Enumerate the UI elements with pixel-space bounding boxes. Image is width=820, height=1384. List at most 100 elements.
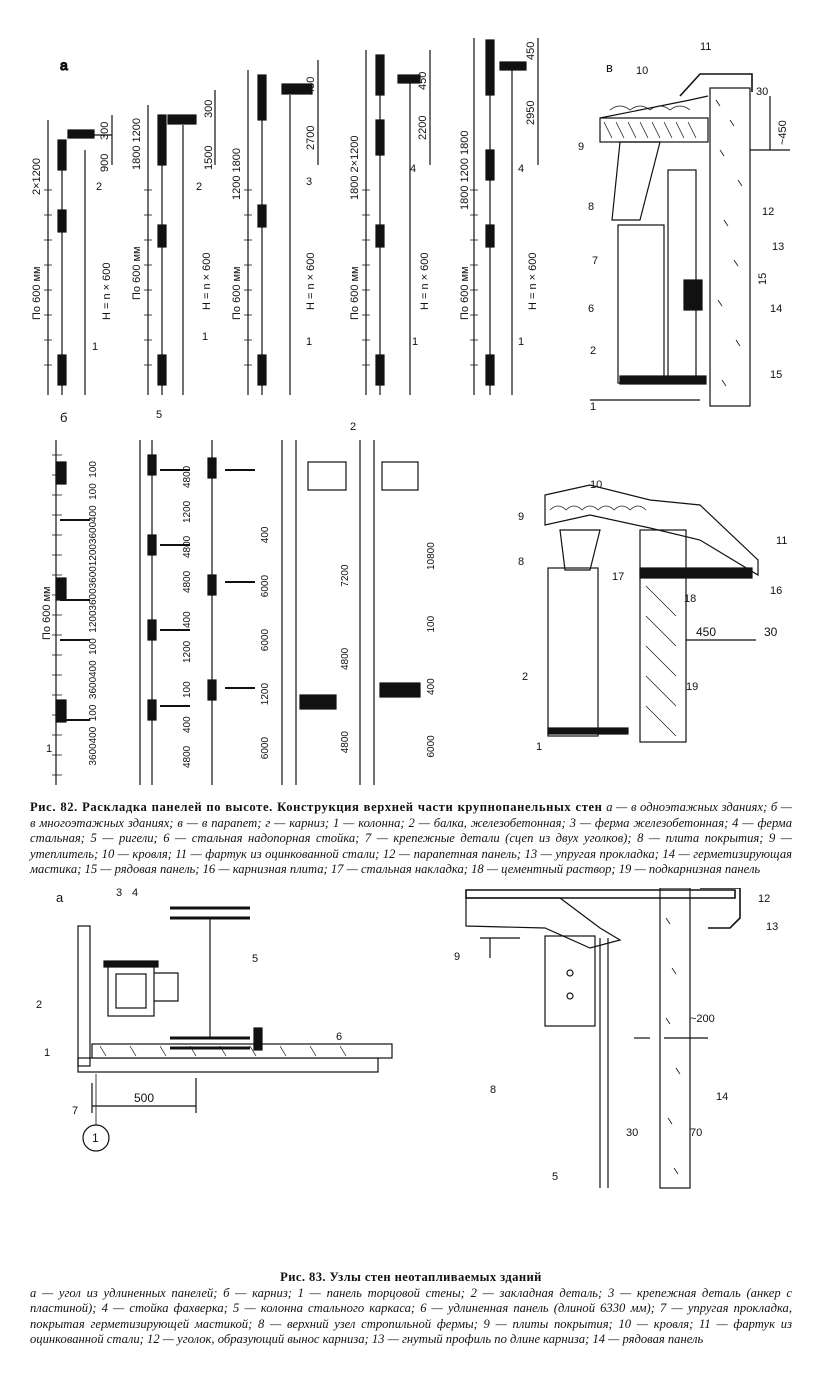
v-label-15a: 15 (757, 273, 769, 285)
b83-label-5: 5 (552, 1171, 558, 1183)
b83-label-12: 12 (758, 893, 770, 905)
v-label-14: 14 (770, 303, 782, 315)
v-label-9: 9 (578, 141, 584, 153)
v-label-30: 30 (756, 86, 768, 98)
a5-h-label: H = n × 600 (527, 253, 539, 311)
b83-label-13: 13 (766, 921, 778, 933)
b-callout-5: 5 (156, 409, 162, 421)
b-dim-col2-8: 4800 (182, 745, 193, 768)
caption-83-body: а — угол из удлиненных панелей; б — карн… (30, 1285, 792, 1347)
b-dim-col3-3: 1200 (260, 683, 271, 706)
a4-left-dim: 1800 2×1200 (349, 135, 361, 200)
scheme-a-2 (147, 90, 216, 395)
scheme-a-4 (365, 50, 431, 395)
a4-callout-column: 1 (412, 336, 418, 348)
g-label-17: 17 (612, 571, 624, 583)
v-label-8: 8 (588, 201, 594, 213)
b-dim-col1-10: 3600 (88, 676, 99, 699)
b-dim-col4-1: 4800 (340, 647, 351, 670)
fig83-panel-b: б (466, 888, 473, 889)
a4-callout: 4 (410, 163, 416, 175)
v-label-12: 12 (762, 206, 774, 218)
b-dim-col3-4: 6000 (260, 737, 271, 760)
a4-h-label: H = n × 600 (419, 253, 431, 311)
a83-label-circle-1: 1 (92, 1131, 99, 1145)
scheme-a-1 (47, 115, 113, 395)
a3-h-label: H = n × 600 (305, 253, 317, 311)
b-dim-col1-7: 1200 (88, 610, 99, 633)
figure-82-drawing: а (31, 38, 790, 785)
scheme-a-5 (473, 38, 539, 395)
a5-top-dim-1: 450 (525, 42, 537, 60)
b-dim-col1-8: 100 (88, 638, 99, 655)
caption-83-title: Рис. 83. Узлы стен неотапливаемых зданий (280, 1270, 542, 1284)
g-label-18: 18 (684, 593, 696, 605)
b-dim-col1-2: 400 (88, 505, 99, 522)
g-label-1: 1 (536, 741, 542, 753)
a4-po-label: По 600 мм (349, 266, 361, 320)
a2-callout: 2 (196, 181, 202, 193)
a3-left-dim: 1200 1800 (231, 148, 243, 200)
v-label-13: 13 (772, 241, 784, 253)
b83-label-14: 14 (716, 1091, 728, 1103)
b-dim-col5-2: 400 (426, 678, 437, 695)
a2-po-label: По 600 мм (131, 246, 143, 300)
g-label-10: 10 (590, 479, 602, 491)
caption-82-body: а — в одноэтажных зданиях; б — в многоэт… (30, 800, 792, 877)
a2-left-dim: 1800 1200 (131, 118, 143, 170)
b-dim-col5-1: 100 (426, 615, 437, 632)
g-label-450: 450 (696, 625, 716, 639)
g-label-8: 8 (518, 556, 524, 568)
a5-callout-column: 1 (518, 336, 524, 348)
a5-callout: 4 (518, 163, 524, 175)
b-dim-col1-9: 400 (88, 660, 99, 677)
b-dim-col1-6: 3600 (88, 588, 99, 611)
b83-label-70: 70 (690, 1127, 702, 1139)
a3-po-label: По 600 мм (231, 266, 243, 320)
b-dim-col1-1: 100 (88, 483, 99, 500)
a83-label-3: 3 (116, 888, 122, 899)
v-label-10: 10 (636, 65, 648, 77)
b83-label-8: 8 (490, 1084, 496, 1096)
v-label-15b: 15 (770, 369, 782, 381)
a83-label-4: 4 (132, 888, 138, 899)
v-label-450: ~450 (777, 120, 789, 145)
b-dim-col1-11: 100 (88, 704, 99, 721)
b-dim-col4-2: 4800 (340, 731, 351, 754)
cornice-unheated (465, 888, 741, 1189)
panel-letter-a: а (60, 57, 68, 73)
a2-callout-column: 1 (202, 331, 208, 343)
g-label-16: 16 (770, 585, 782, 597)
a5-left-dim: 1800 1200 1800 (459, 130, 471, 210)
a1-callout: 2 (96, 181, 102, 193)
b-dim-col3-1: 6000 (260, 575, 271, 598)
multistorey-schemes: б (52, 410, 421, 785)
figure-83-drawing: а 3 4 5 2 1 6 7 500 1 б 10 11 12 13 9 ~2… (36, 888, 778, 1189)
a83-label-1: 1 (44, 1047, 50, 1059)
b-dim-col2-3: 4800 (182, 570, 193, 593)
scheme-a-3 (247, 60, 319, 395)
b-callout-1: 1 (46, 743, 52, 755)
corner-detail (77, 906, 393, 1152)
b-dim-col4-0: 7200 (340, 564, 351, 587)
a2-h-label: H = n × 600 (201, 253, 213, 311)
a3-callout: 3 (306, 176, 312, 188)
b-dim-col2-7: 400 (182, 716, 193, 733)
b-dim-col2-1: 1200 (182, 500, 193, 523)
b-dim-col1-13: 3600 (88, 743, 99, 766)
b83-label-200: ~200 (690, 1013, 715, 1025)
b-dim-col2-5: 1200 (182, 640, 193, 663)
a83-label-2: 2 (36, 999, 42, 1011)
b-dim-col3-0: 400 (260, 526, 271, 543)
b83-label-30: 30 (626, 1127, 638, 1139)
v-label-11: 11 (700, 41, 711, 53)
caption-82-title: Рис. 82. Раскладка панелей по высоте. Ко… (30, 800, 603, 814)
a1-callout-column: 1 (92, 341, 98, 353)
g-label-19: 19 (686, 681, 698, 693)
a5-po-label: По 600 мм (459, 266, 471, 320)
a2-top-dim-2: 1500 (203, 146, 215, 170)
b-dim-col2-2: 4800 (182, 535, 193, 558)
a1-top-dim-2: 900 (99, 154, 111, 172)
a3-top-dim-2: 2700 (305, 126, 317, 150)
b-callout-2: 2 (350, 421, 356, 433)
